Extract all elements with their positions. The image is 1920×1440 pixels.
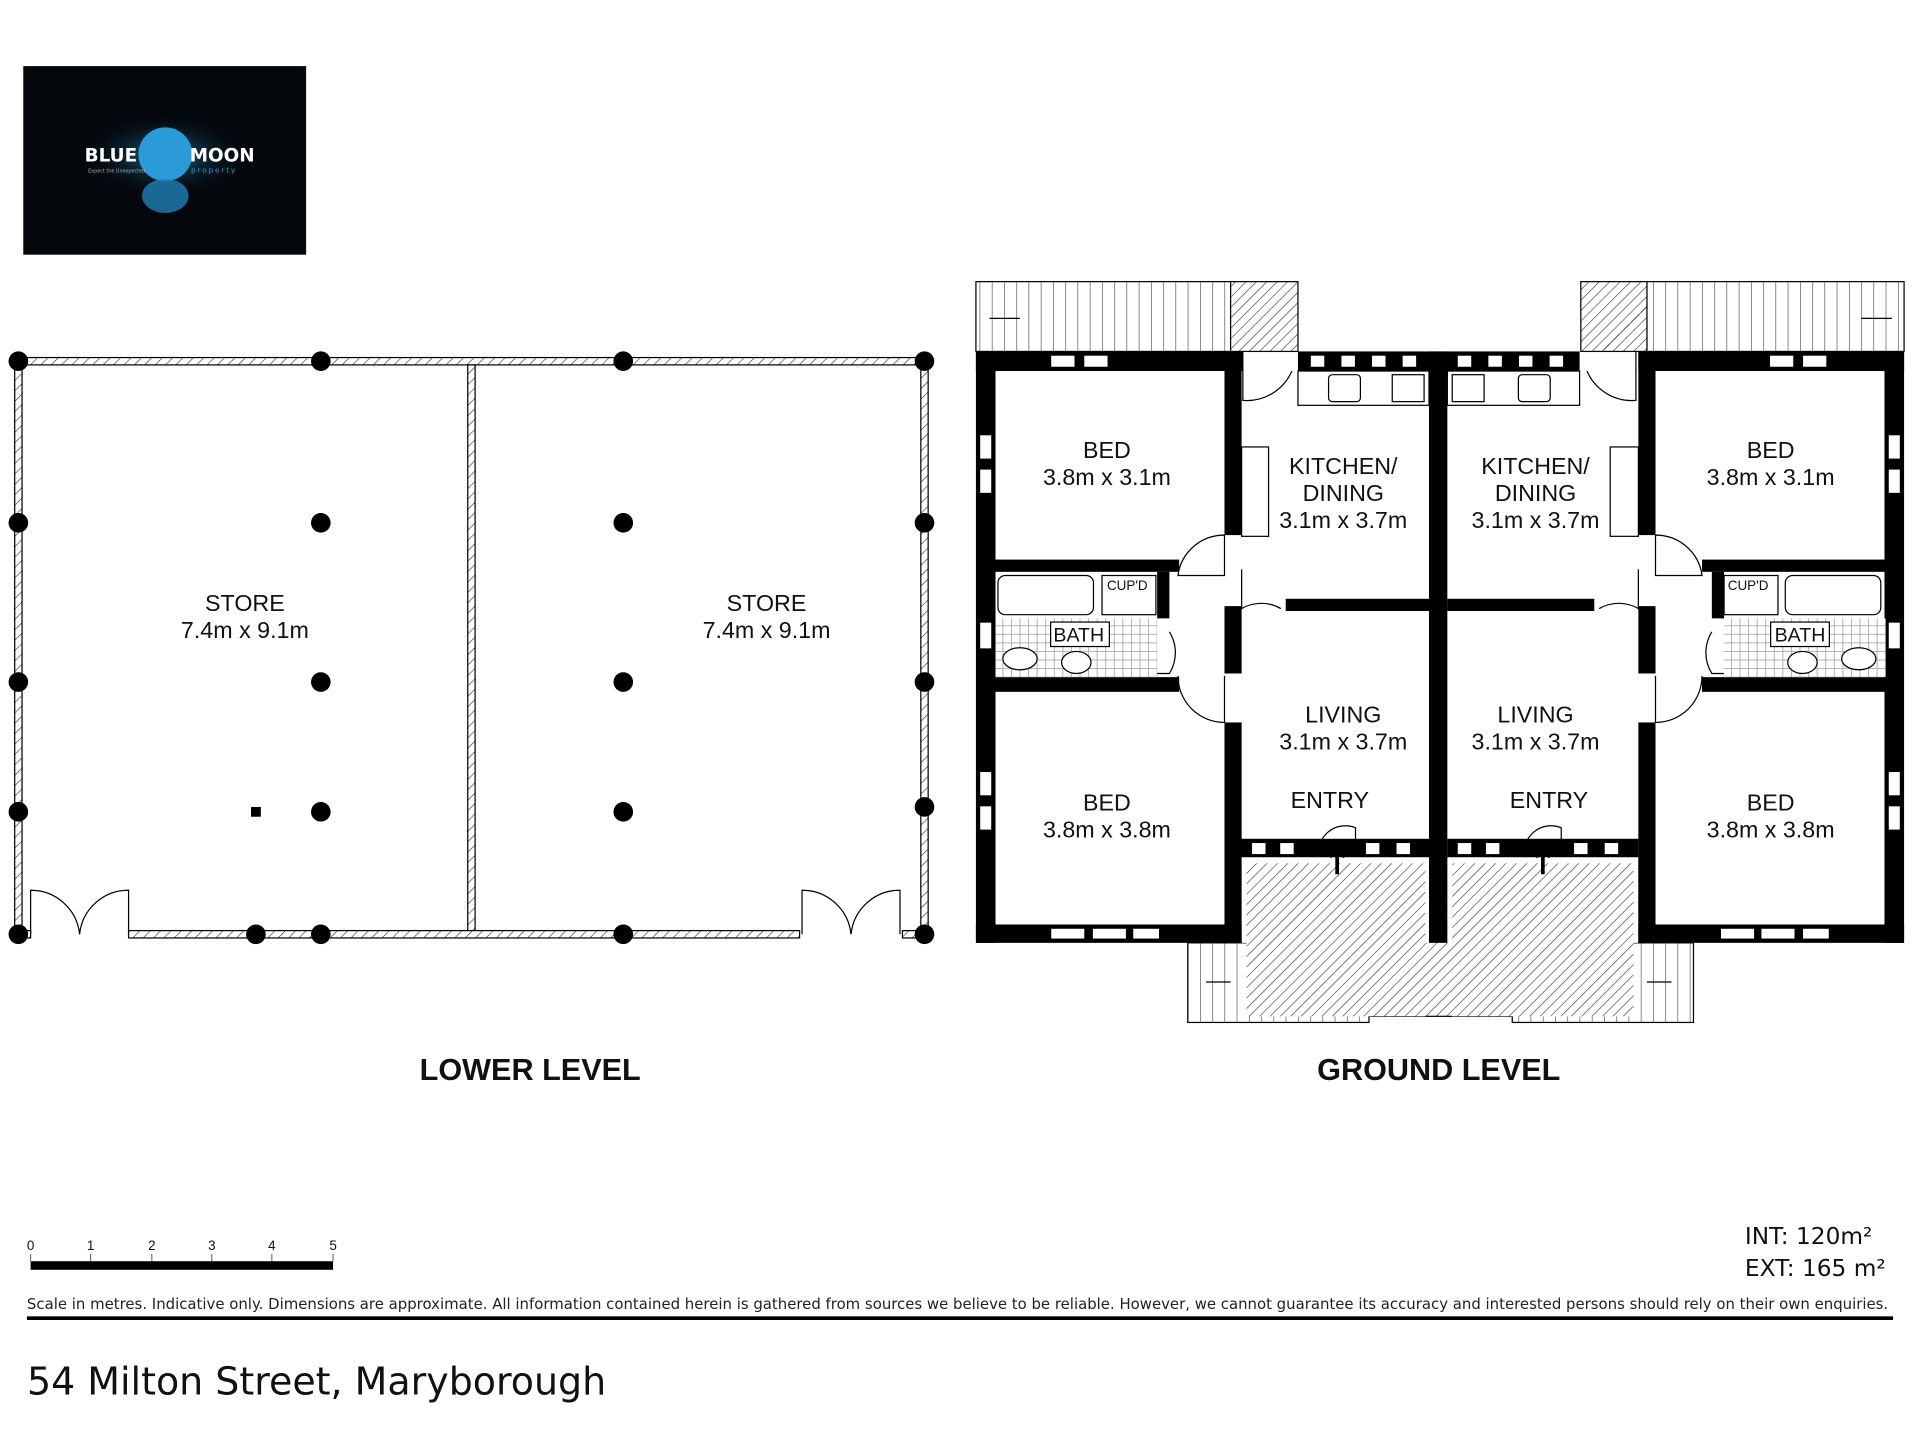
room-size: 3.1m x 3.7m (1472, 507, 1600, 533)
level-title: LOWER LEVEL (420, 1053, 641, 1087)
room-size: 3.8m x 3.8m (1707, 817, 1835, 843)
room-size: 3.1m x 3.7m (1279, 728, 1407, 754)
room-name: BED (1747, 437, 1795, 463)
bath-fixtures (997, 574, 1882, 675)
cupboard-label: CUP'D (1107, 578, 1148, 593)
logo-text: BLUE (85, 146, 138, 167)
room-name: BATH (1053, 625, 1104, 647)
lower-level-plan: STORE 7.4m x 9.1m STORE 7.4m x 9.1m LOWE… (8, 351, 935, 1087)
disclaimer: Scale in metres. Indicative only. Dimens… (27, 1296, 1888, 1313)
scale-tick: 3 (208, 1238, 215, 1253)
logo-text: MOON (190, 146, 255, 167)
double-door (30, 889, 130, 935)
room-size: 7.4m x 9.1m (703, 617, 831, 643)
room-name: LIVING (1305, 701, 1381, 727)
room-size: 3.1m x 3.7m (1279, 507, 1407, 533)
room-size: 3.8m x 3.1m (1043, 464, 1171, 490)
room-name: STORE (205, 590, 285, 616)
scale-tick: 5 (329, 1238, 336, 1253)
room-name: BED (1083, 790, 1131, 816)
scale-bar: 0 1 2 3 4 5 (27, 1238, 337, 1270)
room-name: DINING (1495, 480, 1576, 506)
internal-area: INT: 120m² (1745, 1223, 1872, 1250)
room-name: KITCHEN/ (1481, 453, 1590, 479)
external-area: EXT: 165 m² (1745, 1255, 1886, 1282)
room-name: ENTRY (1510, 787, 1588, 813)
logo-subtext: property (191, 166, 237, 175)
room-name: DINING (1303, 480, 1384, 506)
scale-tick: 4 (268, 1238, 276, 1253)
scale-tick: 1 (87, 1238, 94, 1253)
kitchen-fixtures (1241, 370, 1639, 537)
room-size: 3.8m x 3.1m (1707, 464, 1835, 490)
scale-tick: 2 (148, 1238, 155, 1253)
logo: BLUE MOON property Expect the Unexpected (23, 66, 307, 255)
room-name: BED (1083, 437, 1131, 463)
room-name: ENTRY (1291, 787, 1369, 813)
logo-tagline: Expect the Unexpected (88, 169, 145, 175)
windows (978, 354, 1902, 940)
divider (26, 1316, 1894, 1320)
room-size: 7.4m x 9.1m (181, 617, 309, 643)
room-size: 3.8m x 3.8m (1043, 817, 1171, 843)
doors (1126, 351, 1754, 858)
entry-arrow (1328, 844, 1552, 875)
scale-tick: 0 (27, 1238, 34, 1253)
room-name: STORE (727, 590, 807, 616)
level-title: GROUND LEVEL (1317, 1053, 1560, 1087)
ground-level-plan: CUP'D CUP'D BATH BATH BED 3.8m x 3.1m KI… (975, 281, 1905, 1087)
room-name: BED (1747, 790, 1795, 816)
room-name: LIVING (1497, 701, 1573, 727)
room-name: BATH (1775, 625, 1826, 647)
room-name: KITCHEN/ (1289, 453, 1398, 479)
room-size: 3.1m x 3.7m (1472, 728, 1600, 754)
stair-arrow (989, 317, 1892, 983)
double-door (801, 889, 901, 935)
property-address: 54 Milton Street, Maryborough (27, 1360, 606, 1404)
cupboard-label: CUP'D (1728, 578, 1769, 593)
columns (8, 351, 935, 945)
